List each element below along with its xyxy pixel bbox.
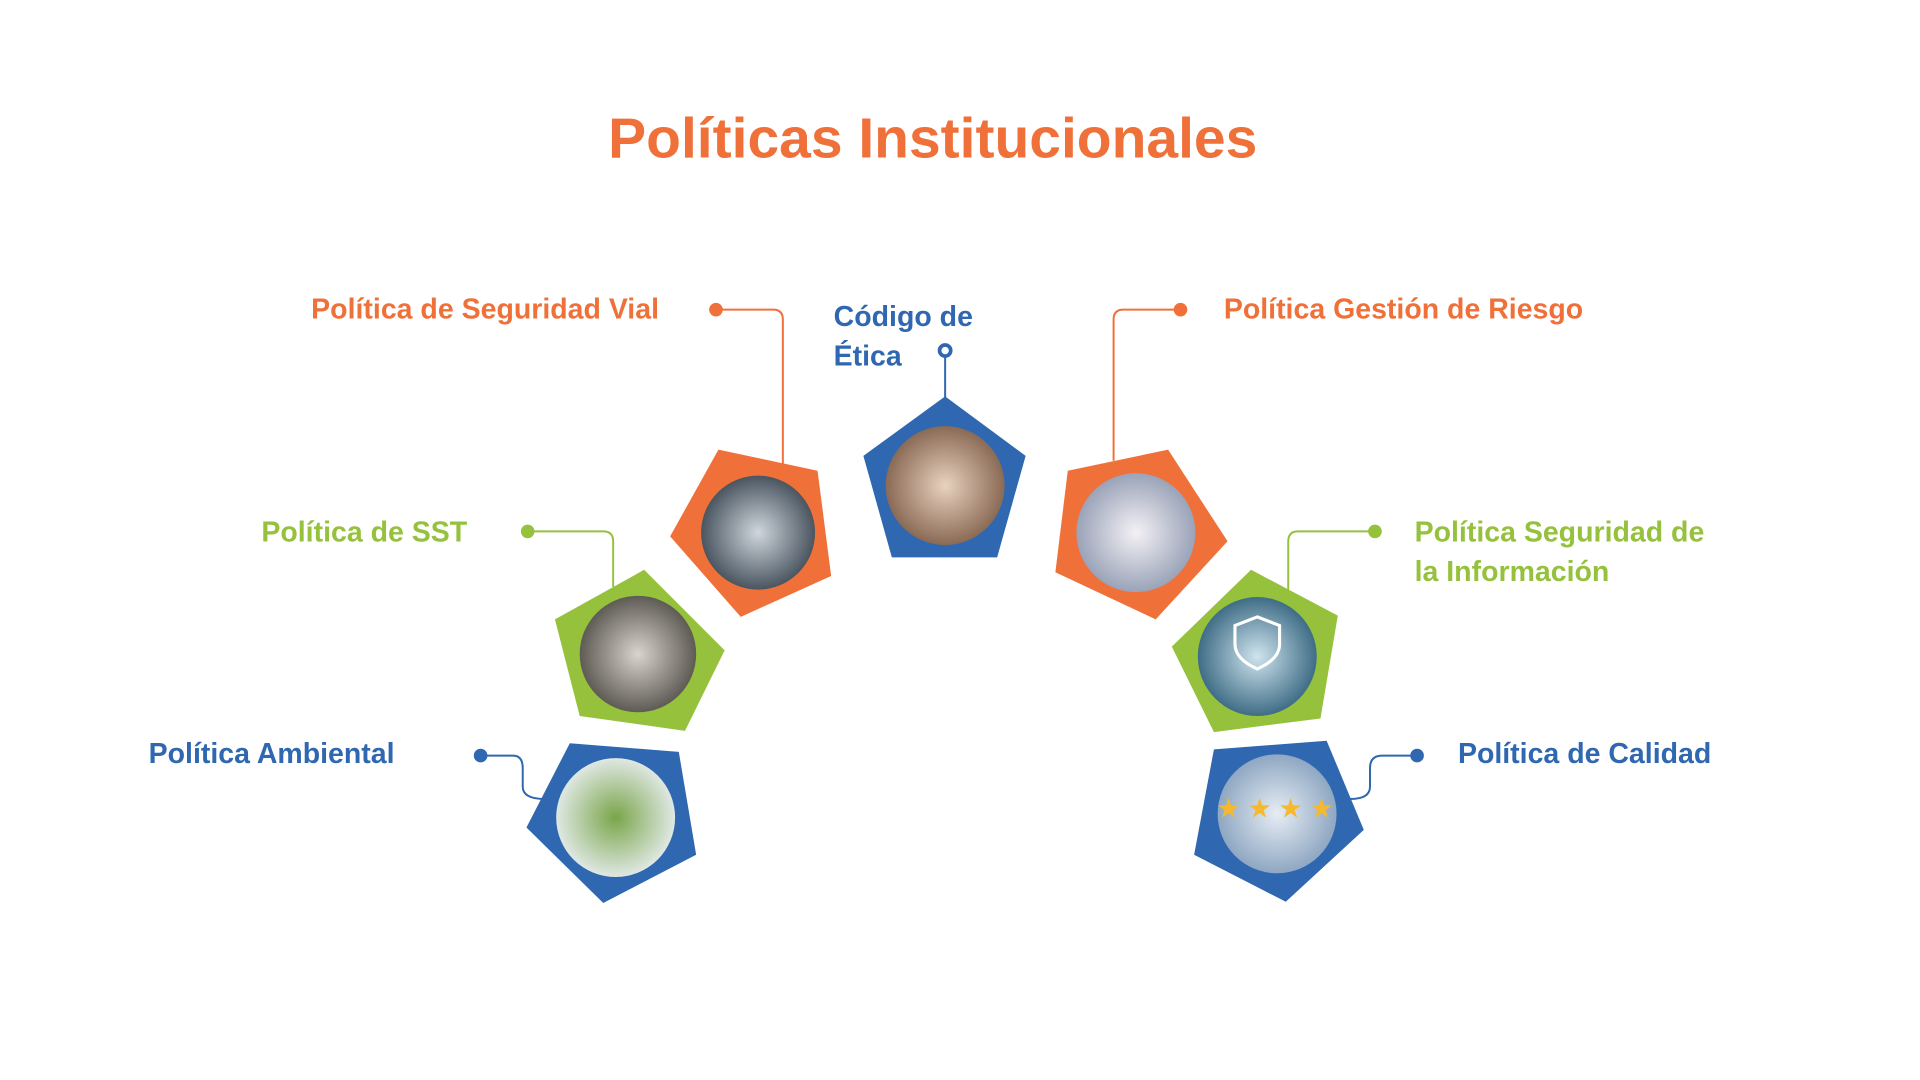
photo-ambiental — [556, 758, 676, 877]
dot-riesgo — [1173, 302, 1188, 317]
page-title: Políticas Institucionales — [608, 105, 1258, 170]
svg-text:★: ★ — [1309, 794, 1333, 825]
photo-sst — [579, 595, 697, 713]
photo-vial — [701, 475, 816, 590]
label-ambiental: Política Ambiental — [148, 737, 395, 770]
dot-codigo — [937, 343, 953, 358]
dot-calidad — [1410, 748, 1424, 763]
connector-calidad — [1350, 754, 1418, 800]
shield-icon — [1233, 615, 1282, 671]
dot-ambiental — [473, 748, 488, 763]
label-line: Código de — [833, 299, 973, 332]
dot-info — [1368, 524, 1382, 539]
label-calidad: Política de Calidad — [1457, 737, 1712, 770]
svg-text:★: ★ — [1278, 794, 1302, 825]
label-sst: Política de SST — [261, 515, 468, 548]
photo-riesgo — [1076, 473, 1196, 593]
label-gestion-riesgo: Política Gestión de Riesgo — [1223, 292, 1584, 325]
connector-vial — [715, 308, 784, 465]
svg-text:★: ★ — [1216, 794, 1240, 825]
rating-stars-icon: ★★★★ — [1216, 794, 1333, 825]
connector-ambiental — [480, 754, 546, 800]
connector-sst — [527, 530, 615, 588]
label-seguridad-informacion: Política Seguridad de la Información — [1415, 512, 1705, 591]
label-line: la Información — [1414, 554, 1610, 588]
label-codigo-etica: Código de Ética — [834, 296, 973, 375]
label-line: Ética — [833, 339, 902, 372]
connector-riesgo — [1112, 308, 1181, 461]
photo-codigo — [885, 426, 1005, 546]
label-line: Política Seguridad de — [1414, 515, 1705, 548]
dot-vial — [709, 302, 723, 317]
svg-text:★: ★ — [1247, 794, 1271, 825]
connector-info — [1287, 530, 1375, 590]
photo-calidad — [1217, 754, 1337, 874]
label-seguridad-vial: Política de Seguridad Vial — [311, 292, 659, 325]
dot-sst — [520, 524, 535, 539]
photo-info — [1197, 597, 1317, 716]
